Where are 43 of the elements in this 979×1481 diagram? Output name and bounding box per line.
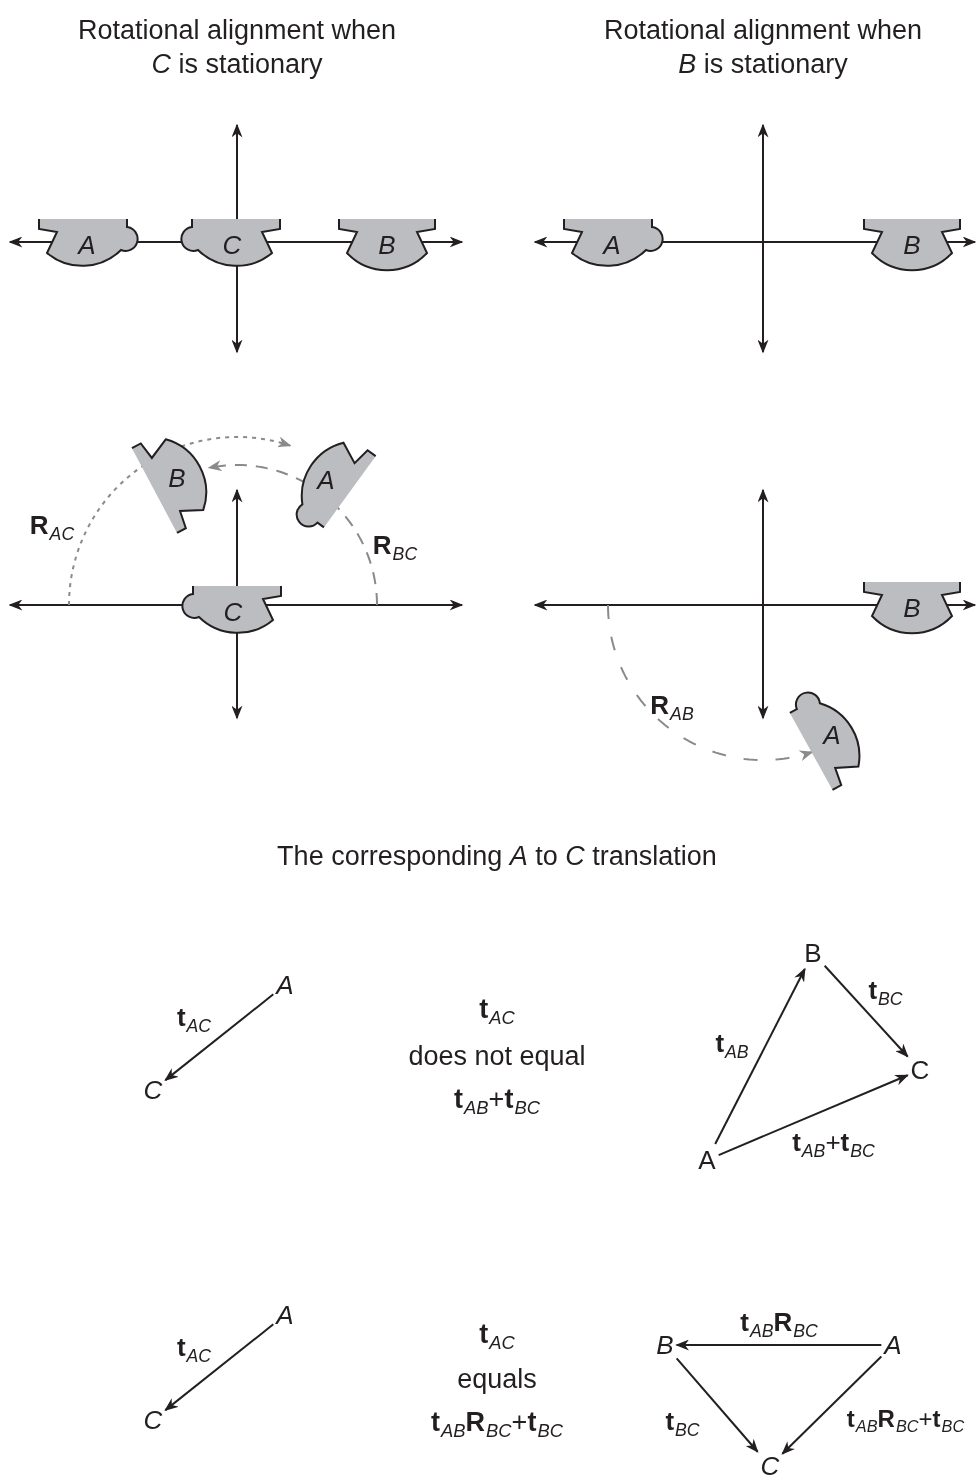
panel-heading: Rotational alignment when C is stationary (76, 14, 398, 81)
vector-arrow (164, 1323, 275, 1412)
piece-letter: B (903, 232, 921, 258)
formula-text: t$_{AB}$R$_{BC}$+t$_{BC}$ (431, 1406, 563, 1444)
vertex-label: A (884, 1332, 902, 1358)
rotation-arrow (68, 436, 292, 606)
panel-heading: Rotational alignment when B is stationary (602, 14, 924, 81)
vector-arrow (164, 993, 275, 1082)
formula-text: t$_{AC}$ (479, 1318, 515, 1356)
vertex-label: A (276, 1302, 294, 1328)
formula-text: does not equal (408, 1040, 586, 1074)
piece-letter: A (78, 232, 96, 258)
piece-letter: C (222, 232, 242, 258)
piece-letter: B (903, 595, 921, 621)
vertex-label: B (804, 940, 822, 966)
edge-label: R$_{AB}$ (649, 691, 695, 725)
vertex-label: C (143, 1407, 163, 1433)
vertex-label: C (143, 1077, 163, 1103)
formula-text: t$_{AB}$+t$_{BC}$ (454, 1083, 540, 1121)
piece-letter: A (317, 467, 335, 493)
edge-label: R$_{AC}$ (28, 511, 76, 545)
vector-arrow (675, 1339, 883, 1351)
vector-arrow (781, 1355, 883, 1455)
vector-arrow (714, 967, 806, 1145)
vector-arrow (823, 964, 909, 1058)
piece-letter: B (378, 232, 396, 258)
formula-text: equals (457, 1363, 537, 1397)
vector-arrow (675, 1357, 759, 1453)
section-heading: The corresponding A to C translation (277, 840, 717, 874)
edge-label: R$_{BC}$ (371, 531, 419, 565)
vertex-label: A (698, 1147, 716, 1173)
piece-letter: C (223, 599, 243, 625)
piece-letter: A (603, 232, 621, 258)
vector-arrow (717, 1074, 909, 1157)
piece-letter: A (823, 722, 841, 748)
vertex-label: B (656, 1332, 674, 1358)
vertex-label: A (276, 972, 294, 998)
vertex-label: C (910, 1057, 930, 1083)
rotation-arrow (207, 460, 378, 606)
vertex-label: C (760, 1453, 780, 1479)
rotation-arrow (607, 604, 814, 761)
piece-letter: B (168, 465, 186, 491)
formula-text: t$_{AC}$ (479, 993, 515, 1031)
